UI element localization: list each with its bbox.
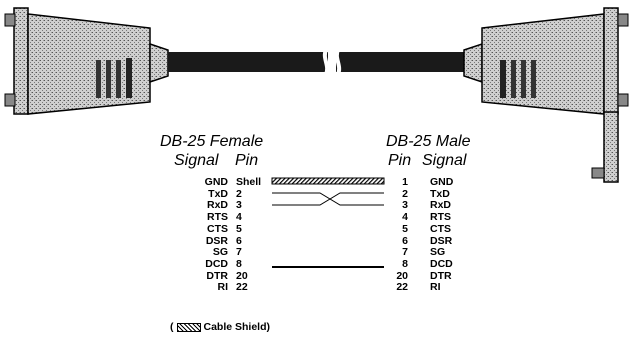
left-pin-1: 2 [236, 188, 242, 200]
left-pin-8: 20 [236, 270, 248, 282]
left-connector-hood [4, 7, 169, 115]
cable-shield-legend: ( Cable Shield) [170, 321, 270, 333]
right-pin-5: 6 [402, 235, 408, 247]
txd-to-rxd-line [272, 192, 384, 206]
right-signal-rts: RTS [430, 211, 451, 223]
right-pin-2: 3 [402, 199, 408, 211]
left-pin-7: 8 [236, 258, 242, 270]
right-signal-dcd: DCD [430, 258, 453, 270]
left-signal-rts: RTS [207, 211, 228, 223]
right-signal-rxd: RxD [430, 199, 452, 211]
left-signal-dtr: DTR [206, 270, 228, 282]
right-signal-header: Signal [422, 152, 467, 169]
left-pin-4: 5 [236, 223, 242, 235]
left-pin-9: 22 [236, 281, 248, 293]
legend-text: Cable Shield) [203, 321, 271, 333]
left-signal-header: Signal [174, 152, 219, 169]
left-pin-2: 3 [236, 199, 242, 211]
left-pin-5: 6 [236, 235, 242, 247]
right-signal-cts: CTS [430, 223, 451, 235]
right-pin-1: 2 [402, 188, 408, 200]
left-signal-cts: CTS [207, 223, 228, 235]
left-pin-6: 7 [236, 246, 242, 258]
left-pin-header: Pin [235, 152, 259, 169]
right-connector-title: DB-25 Male [386, 133, 471, 150]
right-pin-0: 1 [402, 176, 408, 188]
right-signal-ri: RI [430, 281, 441, 293]
left-pin-3: 4 [236, 211, 242, 223]
right-pin-6: 7 [402, 246, 408, 258]
right-signal-gnd: GND [430, 176, 454, 188]
left-connector-title: DB-25 Female [160, 133, 264, 150]
right-signal-txd: TxD [430, 188, 450, 200]
right-pin-3: 4 [402, 211, 408, 223]
left-pin-0: Shell [236, 176, 262, 188]
shield-link [271, 177, 385, 185]
left-signal-sg: SG [212, 246, 228, 258]
right-signal-dsr: DSR [430, 235, 453, 247]
left-signal-txd: TxD [208, 188, 228, 200]
right-connector-hood [463, 7, 629, 183]
right-signal-dtr: DTR [430, 270, 452, 282]
left-signal-gnd: GND [204, 176, 228, 188]
right-pin-9: 22 [396, 281, 408, 293]
right-pin-header: Pin [388, 152, 412, 169]
right-pin-7: 8 [402, 258, 408, 270]
shield-hatch-swatch [176, 322, 201, 332]
right-pin-8: 20 [396, 270, 408, 282]
left-signal-rxd: RxD [206, 199, 228, 211]
legend-open-paren: ( [170, 321, 174, 333]
left-signal-ri: RI [217, 281, 229, 293]
left-signal-dsr: DSR [205, 235, 228, 247]
rxd-to-txd-line [272, 192, 384, 206]
left-signal-dcd: DCD [205, 258, 228, 270]
right-pin-4: 5 [402, 223, 408, 235]
wiring [271, 177, 385, 268]
right-signal-sg: SG [430, 246, 446, 258]
cable [168, 49, 464, 75]
